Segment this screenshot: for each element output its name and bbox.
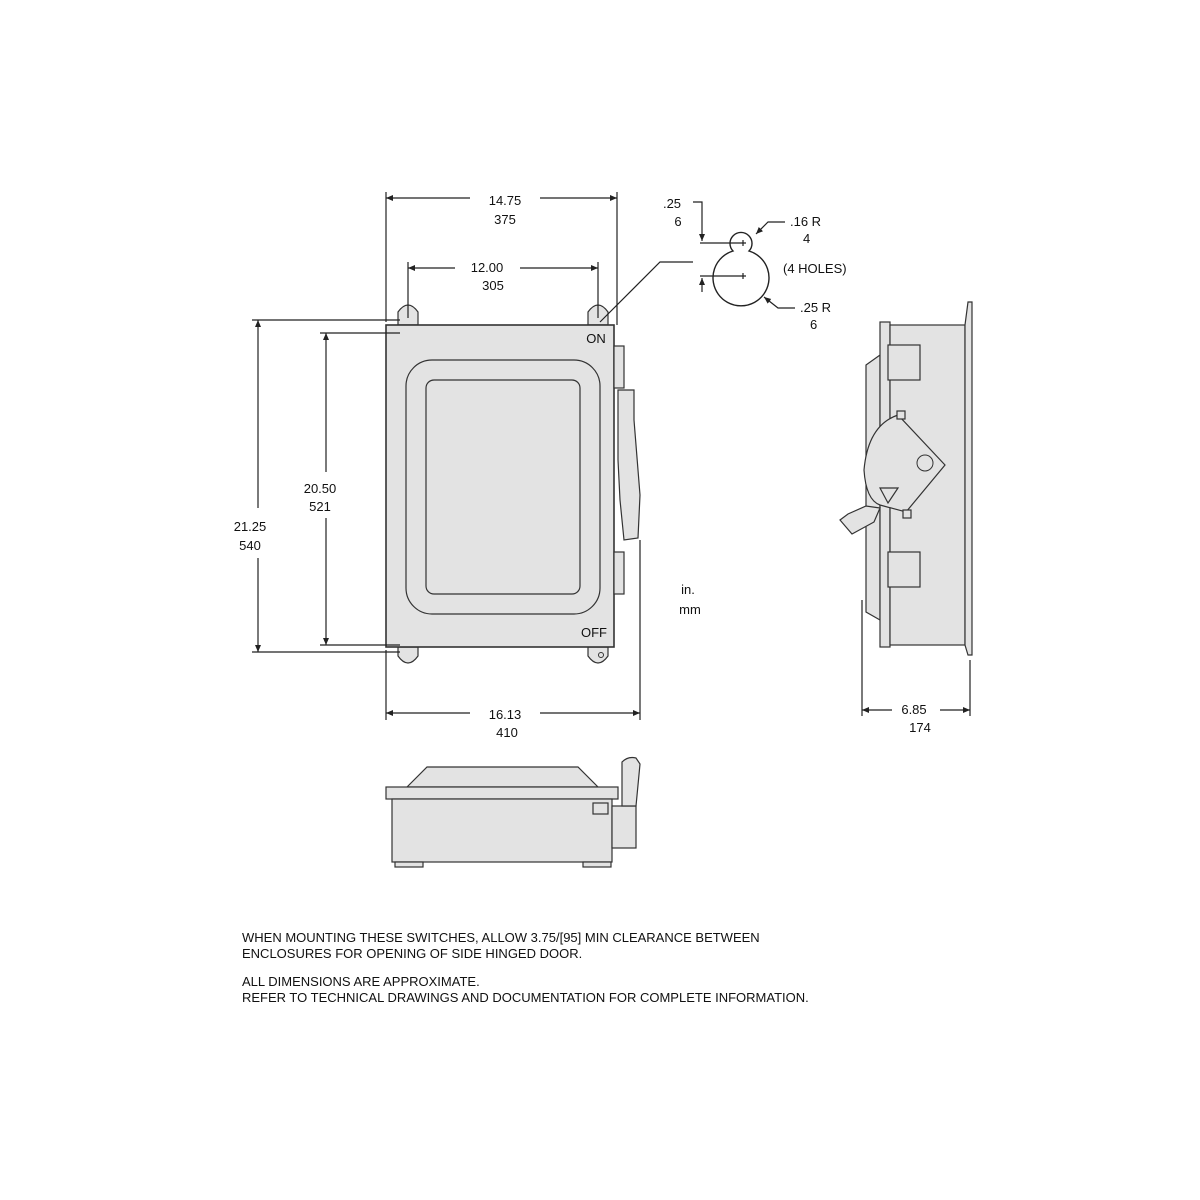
note-line: WHEN MOUNTING THESE SWITCHES, ALLOW 3.75… <box>242 930 760 945</box>
mounting-ear <box>397 304 609 664</box>
svg-text:.16 R: .16 R <box>790 214 821 229</box>
hinge <box>613 345 625 595</box>
svg-text:14.75: 14.75 <box>489 193 522 208</box>
note-line: ALL DIMENSIONS ARE APPROXIMATE. <box>242 974 480 989</box>
svg-text:12.00: 12.00 <box>471 260 504 275</box>
bottom-view <box>385 756 641 868</box>
svg-text:(4 HOLES): (4 HOLES) <box>783 261 847 276</box>
svg-text:20.50: 20.50 <box>304 481 337 496</box>
side-view <box>839 301 973 656</box>
door-panel <box>425 379 581 595</box>
svg-text:21.25: 21.25 <box>234 519 267 534</box>
svg-text:.25 R: .25 R <box>800 300 831 315</box>
svg-text:4: 4 <box>803 231 810 246</box>
dim-width-overall: 14.75 375 <box>385 192 618 325</box>
svg-text:410: 410 <box>496 725 518 740</box>
note-clearance: WHEN MOUNTING THESE SWITCHES, ALLOW 3.75… <box>242 930 760 962</box>
side-handle-grip <box>839 505 881 535</box>
units-in-label: in. <box>681 582 695 597</box>
note-line: ENCLOSURES FOR OPENING OF SIDE HINGED DO… <box>242 946 583 961</box>
dim-mount-spacing-vertical: 20.50 521 <box>304 332 400 646</box>
front-view: ON OFF <box>385 304 641 664</box>
dim-mount-spacing-horizontal: 12.00 305 <box>407 260 599 318</box>
svg-text:174: 174 <box>909 720 931 735</box>
dim-width-with-handle: 16.13 410 <box>385 540 641 740</box>
note-approximate: ALL DIMENSIONS ARE APPROXIMATE. REFER TO… <box>242 974 809 1006</box>
keyhole-detail: .25 6 .16 R 4 (4 HOLES) .25 R 6 <box>599 196 847 332</box>
operating-handle <box>617 389 641 541</box>
svg-text:6: 6 <box>810 317 817 332</box>
svg-text:16.13: 16.13 <box>489 707 522 722</box>
note-line: REFER TO TECHNICAL DRAWINGS AND DOCUMENT… <box>242 990 809 1005</box>
svg-text:6: 6 <box>674 214 681 229</box>
detail-leader <box>599 261 693 323</box>
on-label: ON <box>586 331 606 346</box>
keyhole-shape <box>712 231 770 307</box>
svg-text:521: 521 <box>309 499 331 514</box>
units-mm-label: mm <box>679 602 701 617</box>
svg-text:540: 540 <box>239 538 261 553</box>
svg-text:305: 305 <box>482 278 504 293</box>
off-label: OFF <box>581 625 607 640</box>
dim-depth: 6.85 174 <box>861 600 971 735</box>
svg-text:6.85: 6.85 <box>901 702 926 717</box>
svg-text:375: 375 <box>494 212 516 227</box>
dim-height-overall: 21.25 540 <box>234 319 400 653</box>
svg-text:.25: .25 <box>663 196 681 211</box>
